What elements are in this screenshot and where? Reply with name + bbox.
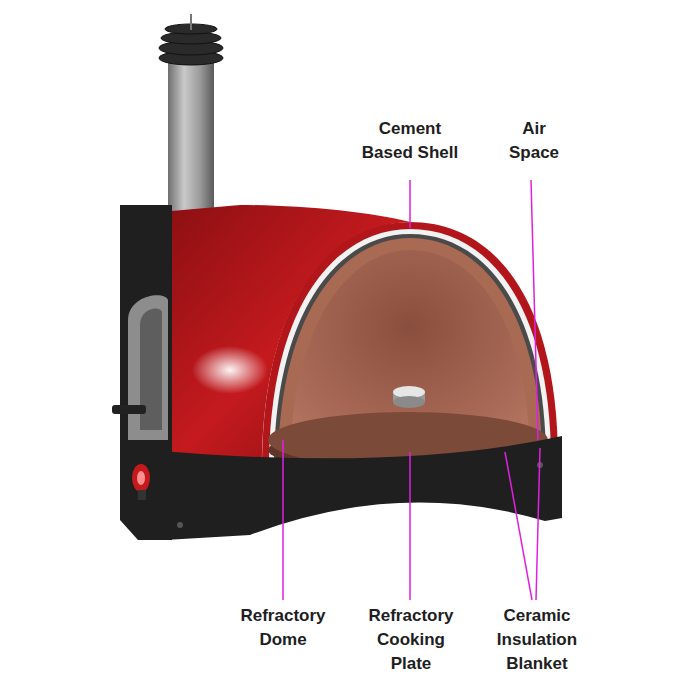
part-label: Cement Based Shell xyxy=(355,117,465,165)
part-label: Refractory Dome xyxy=(235,604,331,652)
part-label: Refractory Cooking Plate xyxy=(363,604,459,676)
part-label: Air Space xyxy=(504,117,564,165)
part-label: Ceramic Insulation Blanket xyxy=(489,604,585,676)
